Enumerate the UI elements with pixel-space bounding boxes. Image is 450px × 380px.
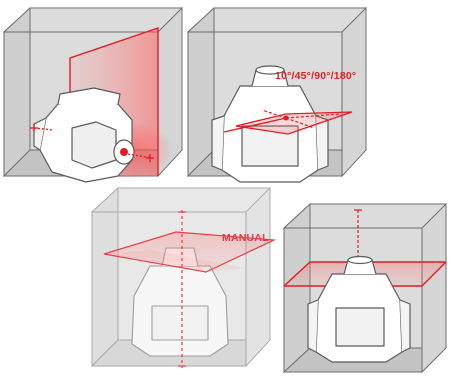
manual-mode-label: MANUAL <box>222 232 269 244</box>
manual-slope-panel: MANUAL <box>92 188 274 368</box>
horizontal-plane-panel <box>284 204 446 372</box>
vertical-plane-panel <box>4 8 182 182</box>
scan-angle-panel: 10°/45°/90°/180° <box>188 8 366 182</box>
scan-angle-options-label: 10°/45°/90°/180° <box>275 70 356 82</box>
